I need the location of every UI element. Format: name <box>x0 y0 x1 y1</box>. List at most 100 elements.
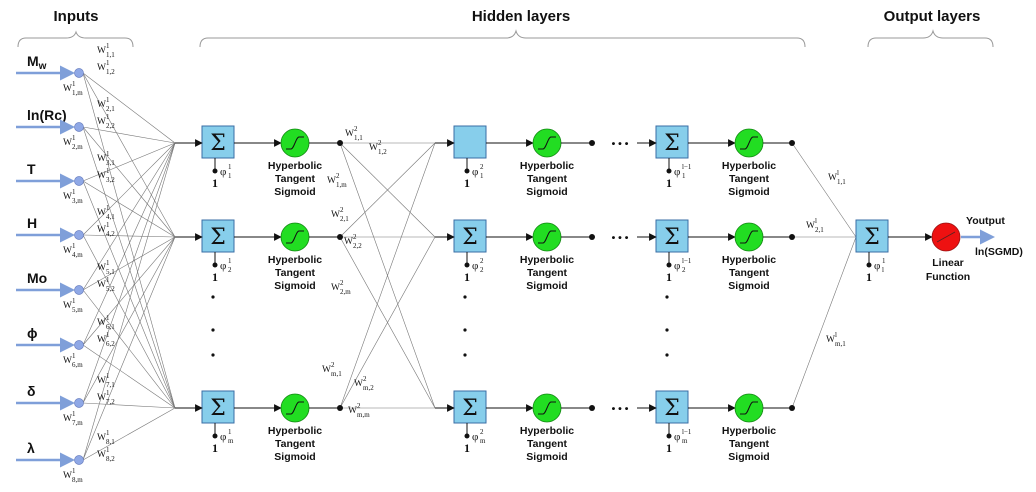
linear-curve <box>936 231 956 243</box>
input-label: Mo <box>27 270 47 286</box>
svg-text:W: W <box>63 246 72 256</box>
activation-text: Hyperbolic <box>268 254 322 266</box>
svg-text:1: 1 <box>106 42 110 50</box>
input-node: Mo <box>16 270 84 298</box>
bias-dot <box>464 262 470 268</box>
summation-node: Σ <box>201 390 235 424</box>
vertical-ellipsis-dot <box>665 328 669 332</box>
svg-text:W: W <box>97 376 106 386</box>
svg-text:1: 1 <box>106 331 110 339</box>
bias-one: 1 <box>464 441 470 455</box>
node-output-dot <box>789 405 795 411</box>
input-connection <box>82 142 176 346</box>
layer-connection <box>339 236 436 409</box>
summation-node: Σ <box>201 125 235 159</box>
svg-text:W: W <box>97 117 106 127</box>
bias-one: 1 <box>464 270 470 284</box>
svg-text:4,m: 4,m <box>72 251 83 259</box>
input-connection <box>82 236 176 404</box>
phi-symbol: φ <box>220 431 226 443</box>
svg-text:2: 2 <box>378 139 382 147</box>
activation-text: Sigmoid <box>274 451 315 463</box>
svg-text:2: 2 <box>340 279 344 287</box>
tanh-curve <box>538 230 556 244</box>
svg-text:W: W <box>331 283 340 293</box>
svg-text:1: 1 <box>72 410 76 418</box>
svg-text:W: W <box>828 173 837 183</box>
svg-text:8,2: 8,2 <box>106 455 115 463</box>
sigma-symbol: Σ <box>210 396 226 421</box>
svg-text:1: 1 <box>106 150 110 158</box>
svg-text:W: W <box>354 379 363 389</box>
svg-text:1: 1 <box>106 204 110 212</box>
summation-node: Σ <box>855 219 889 253</box>
svg-text:2: 2 <box>340 206 344 214</box>
bias-dot <box>212 262 218 268</box>
svg-text:l−1: l−1 <box>682 257 692 265</box>
bias-dot <box>666 433 672 439</box>
summation-node: Σ <box>655 125 689 159</box>
hidden-layers-header: Hidden layers <box>472 8 570 25</box>
svg-text:7,1: 7,1 <box>106 381 115 389</box>
activation-text: Hyperbolic <box>268 425 322 437</box>
output-connection <box>791 236 857 409</box>
input-connection <box>82 126 176 409</box>
activation-text: Tangent <box>527 438 568 450</box>
activation-text: Sigmoid <box>526 280 567 292</box>
svg-text:W: W <box>344 237 353 247</box>
activation-text: Hyperbolic <box>520 425 574 437</box>
input-label: ϕ <box>27 325 38 341</box>
svg-text:m,2: m,2 <box>363 384 374 392</box>
svg-text:1: 1 <box>228 163 232 171</box>
svg-text:1: 1 <box>106 167 110 175</box>
input-neuron <box>74 285 84 295</box>
bias-one: 1 <box>666 270 672 284</box>
svg-text:W: W <box>97 63 106 73</box>
node-output-dot <box>337 405 343 411</box>
svg-text:1: 1 <box>106 276 110 284</box>
svg-text:2: 2 <box>336 172 340 180</box>
sigma-symbol: Σ <box>210 225 226 250</box>
svg-text:1: 1 <box>882 257 886 265</box>
svg-text:1: 1 <box>106 389 110 397</box>
bias-one: 1 <box>212 270 218 284</box>
tanh-curve <box>286 136 304 150</box>
inputs-header: Inputs <box>54 8 99 25</box>
ellipsis: • • • <box>612 232 629 244</box>
activation-node <box>734 393 764 423</box>
svg-text:6,2: 6,2 <box>106 340 115 348</box>
svg-text:2: 2 <box>228 266 232 274</box>
activation-text: Hyperbolic <box>722 160 776 172</box>
input-neuron <box>74 340 84 350</box>
activation-text: Hyperbolic <box>520 160 574 172</box>
phi-symbol: φ <box>472 166 478 178</box>
svg-text:2: 2 <box>357 402 361 410</box>
activation-text: Hyperbolic <box>520 254 574 266</box>
layer-connection <box>339 142 436 409</box>
activation-text: Tangent <box>527 267 568 279</box>
svg-text:6,m: 6,m <box>72 361 83 369</box>
phi-symbol: φ <box>472 431 478 443</box>
tanh-curve <box>740 230 758 244</box>
svg-text:m,1: m,1 <box>835 340 846 348</box>
svg-text:1: 1 <box>480 172 484 180</box>
summation-node: Σ <box>453 219 487 253</box>
svg-text:5,m: 5,m <box>72 306 83 314</box>
tanh-curve <box>286 230 304 244</box>
phi-symbol: φ <box>220 166 226 178</box>
svg-text:1: 1 <box>682 172 686 180</box>
